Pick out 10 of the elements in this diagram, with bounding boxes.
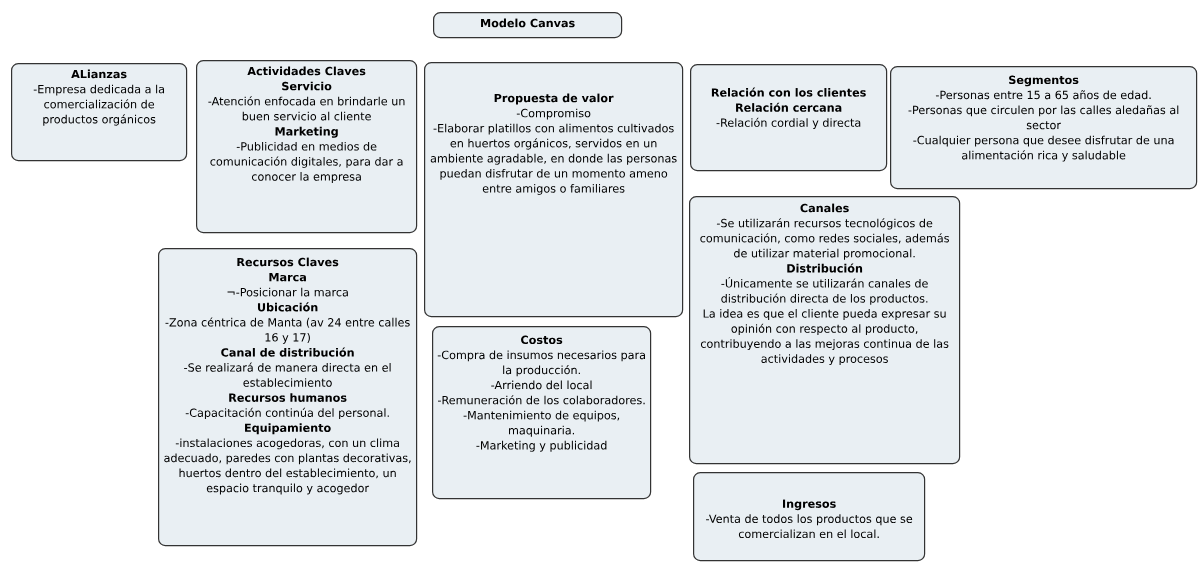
canvas-block: ALianzas -Empresa dedicada a la comercialización de productos orgánicos [11, 63, 188, 162]
canvas-block: Actividades Claves Servicio -Atención enfocada en brindarle un buen servicio al cliente Marketing -Publicidad en medios de comunicación digitales, para dar a conocer la empresa [196, 60, 418, 234]
canvas-block: Segmentos -Personas entre 15 a 65 años de edad. -Personas que circulen por las calles aledañas al sector -Cualquier persona que desee disfrutar de una alimentación rica y saludable [890, 66, 1198, 190]
canvas-block: Ingresos -Venta de todos los productos que se comercializan en el local. [693, 472, 926, 562]
canvas-block: Propuesta de valor -Compromiso -Elaborar platillos con alimentos cultivados en huertos orgánicos, servidos en un ambiente agradable, en donde las personas puedan disfrutar de un momento ameno entre amigos o familiares [424, 62, 684, 318]
canvas-block: Canales -Se utilizarán recursos tecnológicos de comunicación, como redes sociales, además de utilizar material promocional. Distribución -Únicamente se utilizarán canales de distribución directa de los productos. La idea es que el cliente pueda expresar su opinión con respecto al producto, contribuyendo a las mejoras continua de las actividades y procesos [689, 196, 961, 465]
canvas-block: Costos -Compra de insumos necesarios para la producción. -Arriendo del local -Remuneración de los colaboradores. -Mantenimiento de equipos, maquinaria. -Marketing y publicidad [432, 326, 652, 500]
canvas-block: Recursos Claves Marca ¬-Posicionar la marca Ubicación -Zona céntrica de Manta (av 24 entre calles 16 y 17) Canal de distribución -Se realizará de manera directa en el establecimiento Recursos humanos -Capacitación continúa del personal. Equipamiento -instalaciones acogedoras, con un clima adecuado, paredes con plantas decorativas, huertos dentro del establecimiento, un espacio tranquilo y acogedor [158, 248, 418, 547]
title-box: Modelo Canvas [433, 12, 623, 39]
canvas-block: Relación con los clientes Relación cercana -Relación cordial y directa [690, 64, 888, 172]
